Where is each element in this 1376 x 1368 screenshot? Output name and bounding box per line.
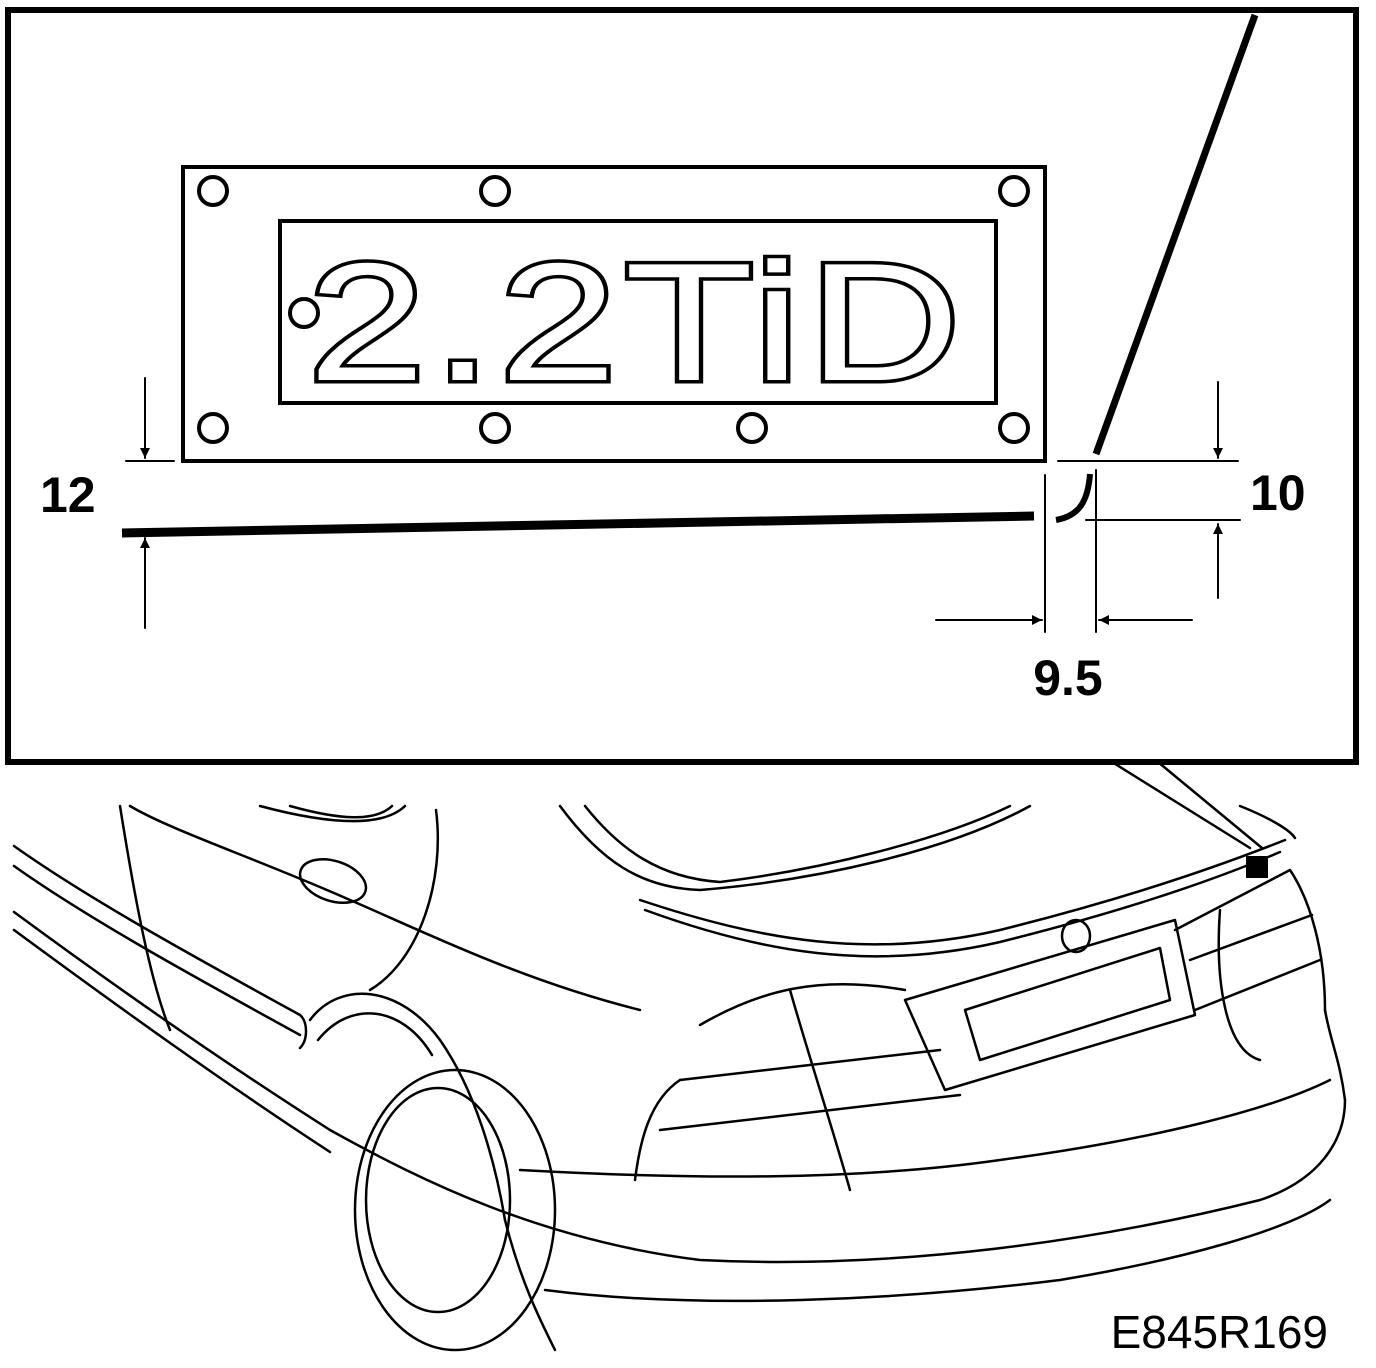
- emblem-icon: [1060, 918, 1092, 954]
- taillight-line: [678, 1048, 942, 1082]
- hole-icon: [998, 412, 1030, 444]
- taillight-line: [658, 1093, 962, 1132]
- bumper-corner: [1323, 1008, 1347, 1102]
- taillight-line: [1193, 958, 1322, 1012]
- callout-leader: [1110, 760, 1264, 850]
- side-molding-end: [298, 1013, 308, 1050]
- hole-icon: [288, 297, 320, 329]
- taillight-line: [698, 982, 907, 1027]
- bumper-lower-edge: [543, 1198, 1332, 1303]
- door-line: [118, 804, 172, 1032]
- car-rear-illustration: [12, 804, 1347, 1352]
- hole-icon: [479, 175, 511, 207]
- bumper-bottom: [328, 1098, 1347, 1264]
- dimension-offset: 9.5: [935, 469, 1193, 706]
- body-line: [503, 1218, 557, 1352]
- dimension-right: 10: [1057, 381, 1306, 599]
- dimension-label-10: 10: [1250, 465, 1306, 521]
- detail-inset: 2.2TiD 12 10 9.5: [5, 7, 1359, 850]
- trunk-lid-edge: [643, 850, 1282, 958]
- taillight-right: [1173, 868, 1327, 1012]
- body-line: [128, 804, 642, 1012]
- rocker-line: [12, 910, 332, 1132]
- hole-icon: [736, 412, 768, 444]
- lid-corner: [1055, 473, 1093, 523]
- rear-window-line: [558, 804, 1032, 892]
- wheel-arch: [308, 992, 507, 1222]
- hole-icon: [998, 175, 1030, 207]
- c-pillar-line: [258, 804, 407, 823]
- lid-bottom-edge: [121, 511, 1035, 538]
- bumper-top: [518, 1078, 1332, 1178]
- side-molding-line: [12, 864, 302, 1037]
- rocker-line: [12, 928, 332, 1154]
- taillight-line: [1188, 913, 1314, 962]
- spoiler-line: [1238, 804, 1297, 840]
- hole-icon: [479, 412, 511, 444]
- bumper-line: [633, 1078, 682, 1182]
- figure-code: E845R169: [1111, 1306, 1328, 1358]
- license-plate: [963, 946, 1172, 1062]
- mounting-holes: [197, 175, 1030, 444]
- badge-text: 2.2TiD: [308, 228, 968, 416]
- rear-wheel-rim: [364, 1086, 512, 1314]
- trunk-gap-line: [788, 988, 852, 1192]
- hole-icon: [197, 175, 229, 207]
- hole-icon: [197, 412, 229, 444]
- lid-side-edge: [1092, 13, 1259, 456]
- dimension-label-12: 12: [40, 467, 96, 523]
- rear-window-inner-line: [583, 804, 1012, 884]
- rear-wheel-tire: [353, 1068, 557, 1352]
- trunk-lid-edge: [638, 838, 1287, 946]
- dimension-label-9-5: 9.5: [1033, 650, 1103, 706]
- badge-location-marker: [1246, 856, 1268, 878]
- body-line: [368, 808, 440, 992]
- badge-window: [278, 219, 998, 405]
- side-molding-line: [12, 844, 302, 1017]
- wheel-arch-inner: [316, 1012, 434, 1057]
- dimension-left: 12: [40, 377, 175, 629]
- fuel-cap-icon: [298, 858, 368, 904]
- trunk-side-line: [1217, 908, 1262, 1062]
- license-plate-recess: [903, 918, 1197, 1092]
